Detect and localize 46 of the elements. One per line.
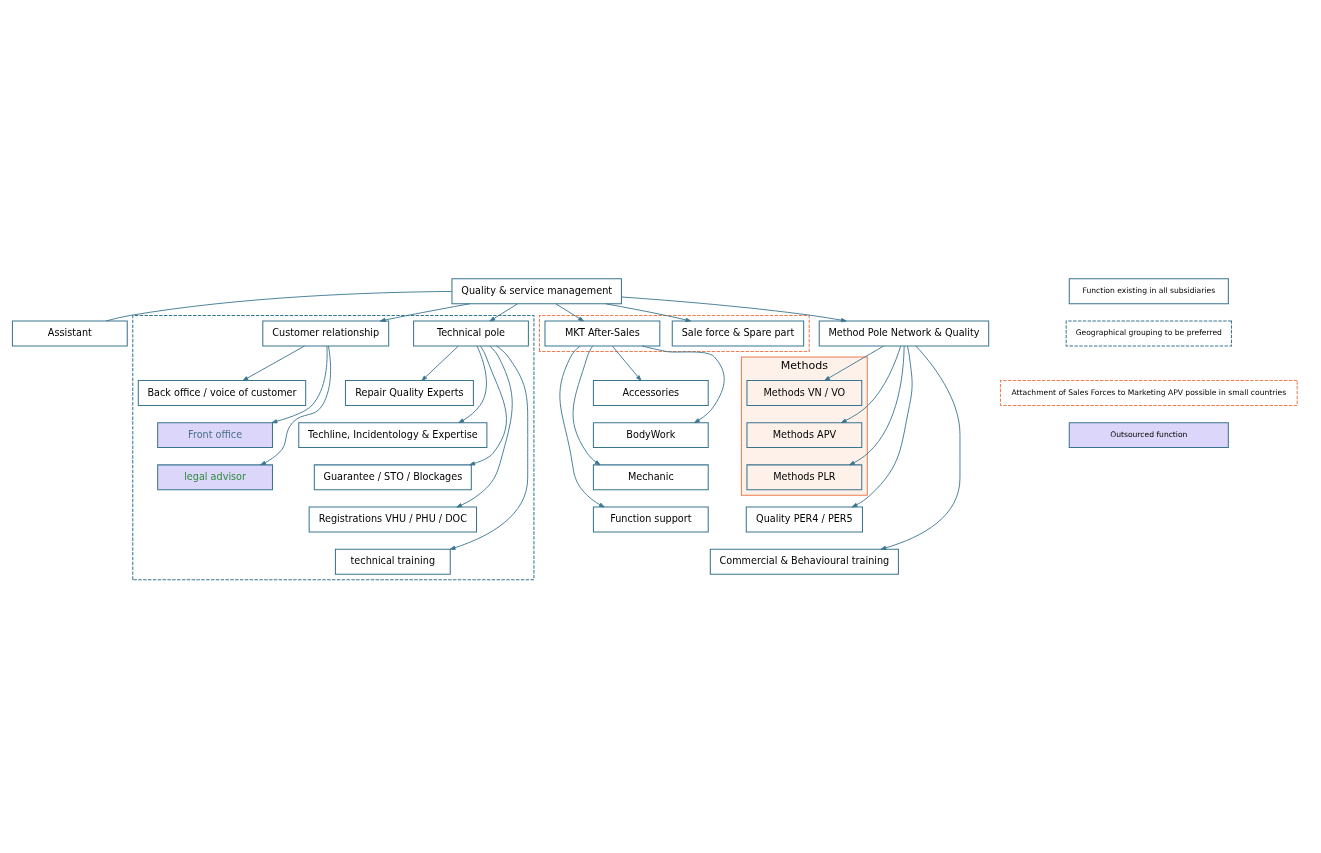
node-box: Assistant <box>11 320 128 347</box>
arrow <box>242 345 305 381</box>
node-box: BodyWork <box>592 422 709 449</box>
node-box: MKT After-Sales <box>544 320 661 347</box>
arrow <box>611 345 642 381</box>
node-box: Sale force & Spare part <box>671 320 805 347</box>
node-box: Guarantee / STO / Blockages <box>313 464 472 491</box>
node-box: Methods APV <box>746 422 863 449</box>
node-box: Methods VN / VO <box>746 380 863 406</box>
node-box: technical training <box>334 548 451 575</box>
arrow <box>840 345 902 424</box>
node-box: Quality PER4 / PER5 <box>745 506 863 533</box>
node-box: Accessories <box>592 380 709 406</box>
node-box: Methods PLR <box>746 464 863 491</box>
arrow <box>458 345 487 424</box>
node-box: Registrations VHU / PHU / DOC <box>308 506 478 533</box>
node-box: Front office <box>157 422 273 449</box>
arrow <box>555 303 584 322</box>
arrow <box>572 345 601 466</box>
arrow <box>824 345 884 381</box>
arrow <box>456 345 513 508</box>
arrow <box>421 345 459 381</box>
arrow <box>489 303 519 322</box>
arrow <box>449 345 529 550</box>
arrow <box>559 345 605 508</box>
arrow <box>641 345 725 424</box>
node-box: Technical pole <box>413 320 529 347</box>
arrow <box>271 345 328 424</box>
node-box: Back office / voice of customer <box>137 380 307 406</box>
arrow <box>605 303 692 322</box>
node-box: Mechanic <box>592 464 709 491</box>
node-box: Customer relationship <box>262 320 390 347</box>
arrow <box>260 345 332 466</box>
connector <box>105 290 453 322</box>
arrow <box>851 345 913 508</box>
node-box: Commercial & Behavioural training <box>709 548 899 575</box>
arrow <box>880 345 961 550</box>
node-box: Techline, Incidentology & Expertise <box>298 422 488 449</box>
node-box: legal advisor <box>157 464 273 491</box>
arrow <box>849 345 905 466</box>
arrow <box>469 345 507 466</box>
arrow <box>621 296 847 323</box>
node-box: Repair Quality Experts <box>344 380 474 406</box>
node-box: Quality & service management <box>451 278 622 305</box>
arrow <box>379 303 471 323</box>
node-box: Function support <box>592 506 709 533</box>
